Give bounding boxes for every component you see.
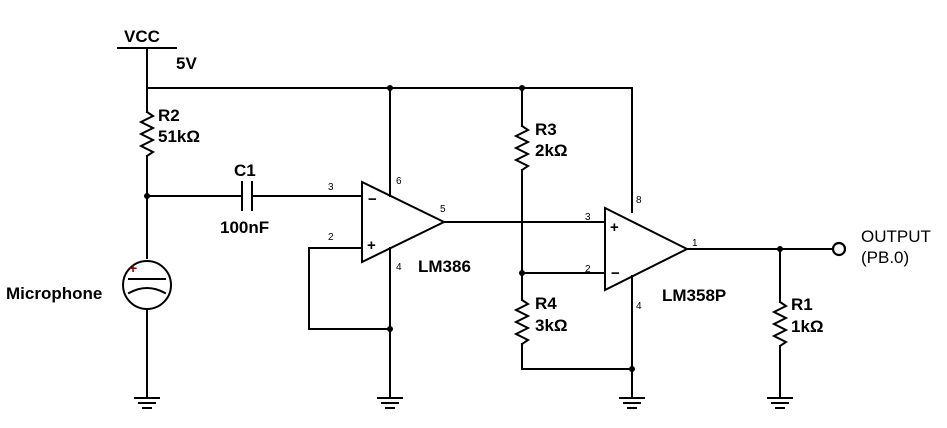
u1-name: LM386 (418, 257, 471, 276)
pin-label: 1 (692, 238, 698, 249)
opamp-lm358p: + − 3 2 8 4 1 LM358P (585, 195, 833, 399)
c1-value: 100nF (220, 218, 269, 237)
r1-value: 1kΩ (791, 317, 824, 336)
output-terminal: OUTPUT (PB.0) (831, 227, 931, 267)
output-pin-name: (PB.0) (861, 248, 909, 267)
u2-minus-sign: − (611, 265, 620, 282)
mic-plus-sign: + (129, 260, 137, 276)
resistor-r4: R4 3kΩ (513, 294, 633, 370)
r4-ref: R4 (535, 294, 557, 313)
opamp-lm386: − + 3 2 6 4 5 LM386 (308, 87, 606, 399)
pin-label: 6 (396, 176, 402, 187)
resistor-r2: R2 51kΩ (138, 87, 200, 259)
ground-symbol (377, 397, 403, 409)
resistor-r1: R1 1kΩ (771, 248, 824, 399)
pin-label: 4 (636, 301, 642, 312)
mic-label: Microphone (6, 284, 102, 303)
output-pin-icon (831, 241, 847, 257)
pin-label: 4 (396, 262, 402, 273)
pin-label: 3 (328, 182, 334, 193)
pin-label: 2 (328, 232, 334, 243)
capacitor-c1: C1 100nF (146, 161, 363, 237)
c1-ref: C1 (234, 161, 256, 180)
r1-ref: R1 (791, 295, 813, 314)
junction-dot (387, 326, 393, 332)
resistor-r3: R3 2kΩ (513, 87, 568, 301)
u2-plus-sign: + (610, 219, 619, 236)
junction-dot (629, 366, 635, 372)
vcc-symbol: VCC 5V (117, 27, 197, 89)
pin-label: 2 (585, 264, 591, 275)
u1-plus-sign: + (367, 237, 376, 254)
r3-ref: R3 (535, 120, 557, 139)
vcc-label: VCC (124, 27, 160, 46)
pin-label: 3 (585, 212, 591, 223)
vcc-voltage-label: 5V (176, 54, 197, 73)
microphone: + Microphone (6, 260, 172, 399)
r4-value: 3kΩ (535, 316, 568, 335)
u2-name: LM358P (662, 286, 726, 305)
u1-minus-sign: − (368, 191, 377, 208)
output-label: OUTPUT (861, 227, 931, 246)
ground-symbol (134, 397, 160, 409)
r3-value: 2kΩ (535, 141, 568, 160)
r2-value: 51kΩ (158, 127, 200, 146)
r2-ref: R2 (158, 106, 180, 125)
pin-label: 5 (440, 204, 446, 215)
pin-label: 8 (636, 195, 642, 206)
ground-symbol (619, 397, 645, 409)
ground-symbol (767, 397, 793, 409)
